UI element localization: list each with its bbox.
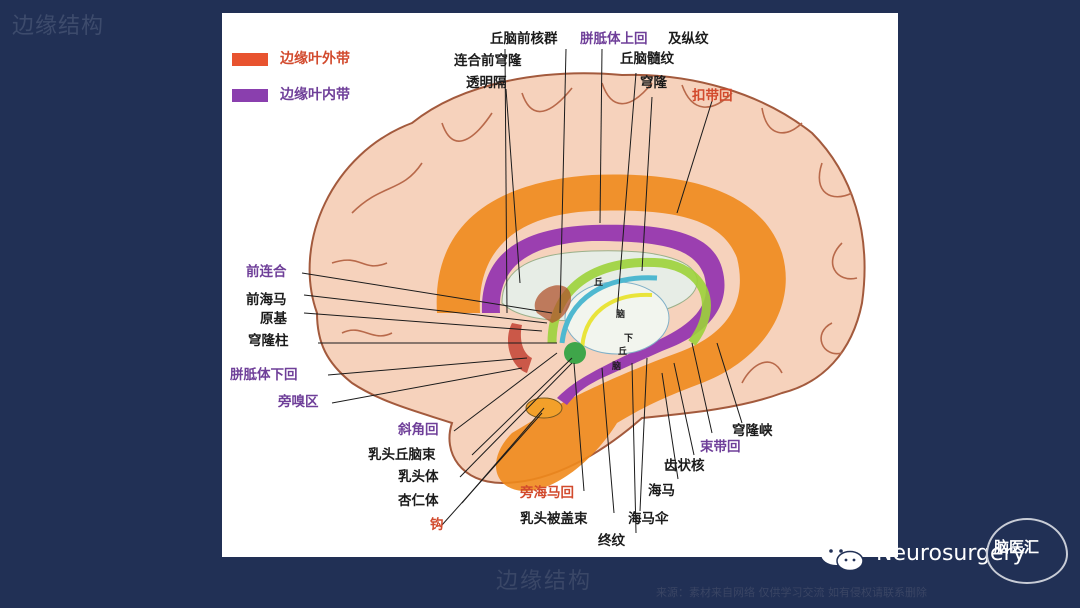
label-fornix: 穹隆	[640, 75, 667, 91]
label-supracallosal-gyrus: 胼胝体上回	[580, 31, 648, 47]
subcallosal-region	[507, 323, 532, 373]
label-small-hypo-1: 下	[624, 334, 634, 344]
label-fornix-column: 穹隆柱	[248, 333, 289, 349]
label-uncus: 钩	[430, 517, 444, 533]
label-longitudinal-striae: 及纵纹	[668, 31, 709, 47]
label-amygdala: 杏仁体	[398, 493, 439, 509]
label-small-thal-2: 脑	[616, 310, 626, 320]
limbic-system-figure: 边缘叶外带 边缘叶内带 丘脑前核群 胼胝体上回 及纵纹 连合前穹隆 丘脑髓纹 透…	[222, 13, 898, 557]
label-mammillothalamic-tract: 乳头丘脑束	[368, 447, 436, 463]
label-small-hypo-3: 脑	[612, 362, 622, 372]
label-anterior-hippocampus: 前海马	[246, 292, 287, 308]
slide-caption: 边缘结构	[496, 569, 593, 594]
label-cingulate-gyrus: 扣带回	[692, 88, 733, 104]
septal-area	[534, 285, 572, 323]
label-paraolfactory-area: 旁嗅区	[278, 394, 319, 410]
legend-label-inner: 边缘叶内带	[280, 87, 350, 103]
wechat-icon	[821, 543, 864, 572]
label-subcallosal-gyrus: 胼胝体下回	[230, 367, 298, 383]
label-precommissural-fornix: 连合前穹隆	[454, 53, 522, 69]
legend-swatch-inner	[232, 89, 268, 102]
label-dentate-nucleus: 齿状核	[664, 458, 705, 474]
legend-swatch-outer	[232, 53, 268, 66]
legend-label-outer: 边缘叶外带	[280, 51, 350, 67]
brand-logo	[986, 518, 1068, 584]
label-diagonal-gyrus: 斜角回	[398, 422, 439, 438]
outer-limbic-band	[436, 174, 786, 492]
gyri-lines	[331, 82, 858, 384]
brand-logo-text: 脑医汇	[994, 538, 1040, 556]
label-mammillotegmental-tract: 乳头被盖束	[520, 511, 588, 527]
label-stria-medullaris: 丘脑髓纹	[620, 51, 674, 67]
label-anterior-commissure: 前连合	[246, 264, 287, 280]
label-parahippocampal-gyrus: 旁海马回	[520, 485, 574, 501]
label-rudiment: 原基	[260, 311, 287, 327]
label-fimbria: 海马伞	[628, 511, 669, 527]
label-anterior-thalamic-nuclei: 丘脑前核群	[490, 31, 558, 47]
corner-title: 边缘结构	[12, 14, 105, 39]
label-small-thal-1: 丘	[594, 278, 604, 288]
inner-limbic-band	[481, 224, 725, 405]
mammillary-body	[564, 342, 586, 364]
label-septum-pellucidum: 透明隔	[466, 75, 507, 91]
stria-terminalis	[559, 275, 658, 344]
label-stria-terminalis: 终纹	[598, 533, 625, 549]
label-hippocampus: 海马	[648, 483, 675, 499]
label-isthmus-fornix: 穹隆峡	[732, 423, 773, 439]
footer-note: 来源：素材来自网络 仅供学习交流 如有侵权请联系删除	[656, 586, 927, 599]
brain-illustration	[301, 48, 866, 534]
label-mammillary-body: 乳头体	[398, 469, 439, 485]
pointer-lines	[301, 48, 743, 534]
label-fasciolar-gyrus: 束带回	[700, 439, 741, 455]
label-small-hypo-2: 丘	[618, 347, 628, 357]
